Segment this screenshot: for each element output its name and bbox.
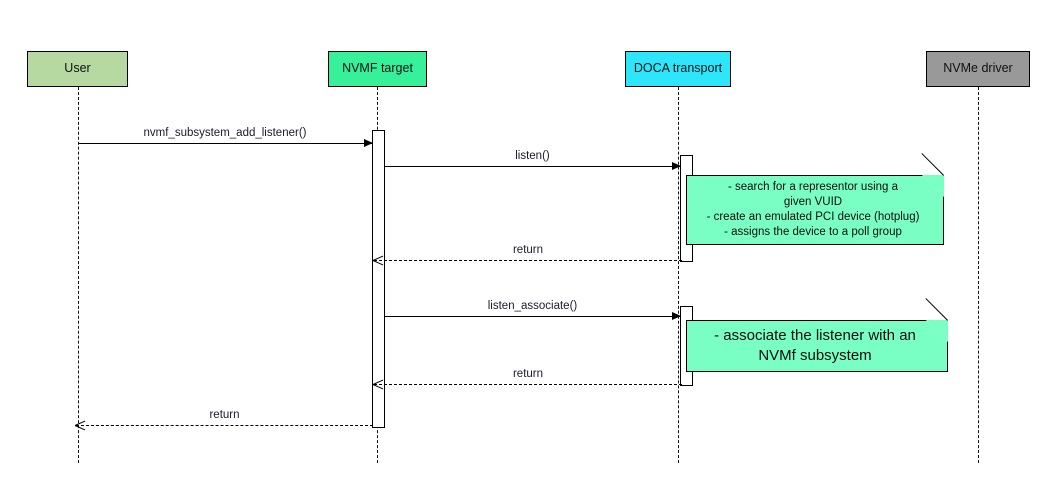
message-label: return <box>209 409 240 421</box>
arrow-head-right-icon <box>364 138 373 147</box>
participant-doca-transport[interactable]: DOCA transport <box>625 51 731 87</box>
note-fold-edge-icon <box>921 153 944 176</box>
note-listen-associate-text: - associate the listener with an NVMf su… <box>693 326 937 366</box>
note-line: - assigns the device to a poll group <box>724 226 902 239</box>
message-line <box>385 166 680 167</box>
note-listen-associate: - associate the listener with an NVMf su… <box>686 298 949 372</box>
note-line: - associate the listener with an <box>714 327 916 345</box>
participant-nvmf-target-label: NVMF target <box>342 61 413 76</box>
arrow-head-right-icon <box>672 311 681 320</box>
participant-user[interactable]: User <box>27 51 128 87</box>
arrow-head-right-icon <box>672 161 681 170</box>
message-line <box>78 143 372 144</box>
arrow-head-left-icon <box>373 255 383 265</box>
message-line <box>76 425 373 426</box>
lifeline-user <box>78 87 79 463</box>
participant-nvme-driver-label: NVMe driver <box>943 61 1013 76</box>
message-label: nvmf_subsystem_add_listener() <box>143 127 307 139</box>
note-listen: - search for a representor using a given… <box>686 153 945 245</box>
note-fold-fill-icon <box>922 174 945 197</box>
message-line <box>374 384 682 385</box>
note-fold-fill-icon <box>926 319 949 342</box>
message-line <box>374 260 682 261</box>
lifeline-nvme-driver <box>978 87 979 463</box>
participant-user-label: User <box>64 61 91 76</box>
message-label: return <box>512 244 544 256</box>
message-label: listen() <box>515 150 550 162</box>
arrow-head-left-icon <box>75 420 85 430</box>
note-fold-edge-icon <box>925 298 948 321</box>
note-line: given VUID <box>783 195 843 208</box>
note-listen-text: - search for a representor using a given… <box>693 180 933 241</box>
participant-nvmf-target[interactable]: NVMF target <box>328 51 427 87</box>
note-line: - create an emulated PCI device (hotplug… <box>706 211 920 223</box>
message-label: return <box>512 368 544 380</box>
note-line: - search for a representor using a <box>727 180 899 193</box>
note-line: NVMf subsystem <box>758 347 872 364</box>
message-label: listen_associate() <box>487 300 578 312</box>
activation-bar-nvmf-target <box>372 130 385 428</box>
message-line <box>385 316 680 317</box>
arrow-head-left-icon <box>373 379 383 389</box>
lifeline-doca-transport <box>678 87 679 463</box>
participant-nvme-driver[interactable]: NVMe driver <box>926 51 1030 87</box>
participant-doca-transport-label: DOCA transport <box>633 61 723 76</box>
